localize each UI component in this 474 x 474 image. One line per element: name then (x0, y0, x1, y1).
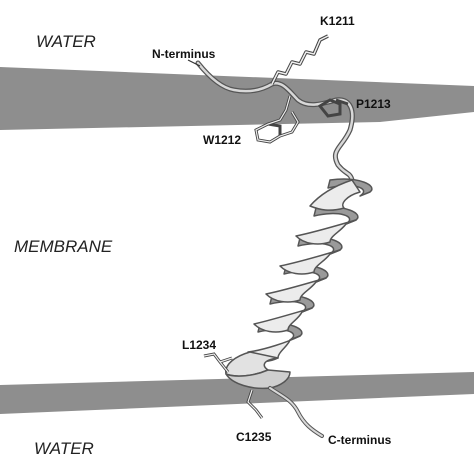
lower-membrane-plane (0, 372, 474, 414)
l1234-label: L1234 (182, 338, 216, 352)
c1235-label: C1235 (236, 430, 272, 444)
n-terminus-leader-line (187, 59, 201, 67)
n-terminal-backbone-highlight (196, 61, 354, 182)
transmembrane-helix (225, 178, 373, 390)
w1212-label: W1212 (203, 133, 241, 147)
c-terminal-backbone-highlight (269, 387, 323, 437)
k1211-side-chain-highlight (271, 35, 329, 85)
p1213-side-chain (317, 98, 349, 118)
n-terminus-label: N-terminus (152, 47, 216, 61)
water-top-label: WATER (36, 32, 96, 51)
l1234-side-chain-highlight (203, 353, 233, 373)
water-bottom-label: WATER (34, 439, 94, 458)
k1211-side-chain (270, 34, 329, 85)
upper-membrane-plane (0, 67, 474, 130)
membrane-label: MEMBRANE (14, 237, 113, 256)
p1213-label: P1213 (356, 97, 391, 111)
w1212-side-chain-highlight (255, 95, 299, 143)
c1235-side-chain-highlight (247, 389, 263, 419)
c-terminus-label: C-terminus (328, 433, 392, 447)
k1211-label: K1211 (320, 14, 355, 28)
